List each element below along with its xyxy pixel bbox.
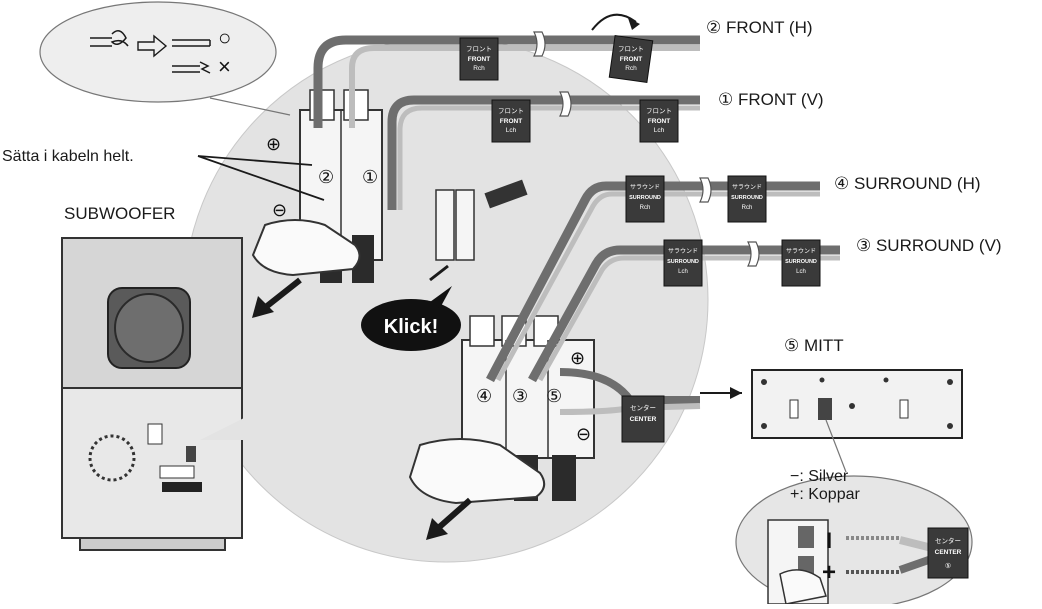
terminal-number-4: ④ bbox=[476, 386, 492, 406]
terminal-number-2: ② bbox=[318, 167, 334, 187]
ng-mark: × bbox=[218, 54, 231, 79]
pointer-line-1 bbox=[197, 155, 313, 166]
hand-icon-2 bbox=[408, 438, 546, 505]
subwoofer-unit bbox=[61, 237, 243, 551]
svg-text:フロント: フロント bbox=[498, 107, 524, 115]
svg-text:センター: センター bbox=[630, 403, 656, 412]
fold-arrow-icon bbox=[591, 13, 637, 31]
click-bubble bbox=[361, 299, 461, 351]
terminal-number-5: ⑤ bbox=[546, 386, 562, 406]
svg-text:Lch: Lch bbox=[506, 127, 517, 134]
tag-surround-l-2: サラウンド SURROUND Lch bbox=[781, 239, 821, 287]
svg-text:Lch: Lch bbox=[796, 269, 806, 275]
svg-text:Rch: Rch bbox=[473, 65, 485, 72]
svg-text:サラウンド: サラウンド bbox=[786, 247, 816, 255]
svg-text:サラウンド: サラウンド bbox=[668, 247, 698, 255]
svg-text:SURROUND: SURROUND bbox=[667, 259, 699, 265]
svg-text:サラウンド: サラウンド bbox=[732, 183, 762, 191]
twist-wire-icon bbox=[90, 30, 211, 74]
svg-text:サラウンド: サラウンド bbox=[630, 183, 660, 191]
label-insert-fully: Sätta i kabeln helt. bbox=[2, 148, 134, 165]
svg-text:FRONT: FRONT bbox=[500, 118, 522, 125]
svg-text:Rch: Rch bbox=[625, 65, 637, 72]
polarity-plus-front: ⊕ bbox=[266, 134, 281, 154]
svg-text:FRONT: FRONT bbox=[620, 56, 642, 63]
svg-text:SURROUND: SURROUND bbox=[785, 259, 817, 265]
polarity-plus-rear: ⊕ bbox=[570, 348, 585, 368]
pull-arrow-icon-2 bbox=[434, 497, 472, 533]
svg-text:Rch: Rch bbox=[640, 205, 651, 211]
arrow-center-icon bbox=[730, 387, 742, 399]
terminal-number-3: ③ bbox=[512, 386, 528, 406]
pointer-line-2 bbox=[197, 155, 325, 201]
click-detail bbox=[429, 179, 528, 282]
cable-front-r bbox=[313, 35, 700, 128]
cable-surround-l bbox=[528, 245, 840, 383]
svg-text:FRONT: FRONT bbox=[468, 56, 490, 63]
svg-text:フロント: フロント bbox=[466, 45, 492, 53]
plus-indicator: + bbox=[822, 559, 836, 586]
click-label: Klick! bbox=[384, 316, 438, 338]
label-front-l: ① FRONT (V) bbox=[718, 90, 824, 109]
label-surround-l: ③ SURROUND (V) bbox=[856, 236, 1002, 255]
tag-center: センター CENTER bbox=[621, 395, 665, 443]
polarity-minus-front: ⊖ bbox=[272, 200, 287, 220]
polarity-minus-rear: ⊖ bbox=[576, 424, 591, 444]
svg-text:センター: センター bbox=[935, 536, 961, 545]
ok-mark: ○ bbox=[218, 25, 231, 50]
minus-indicator: I bbox=[826, 528, 832, 553]
svg-text:Rch: Rch bbox=[742, 205, 753, 211]
svg-text:フロント: フロント bbox=[646, 107, 672, 115]
label-front-r: ② FRONT (H) bbox=[706, 18, 813, 37]
label-minus-silver: −: Silver bbox=[790, 468, 849, 485]
svg-text:⑤: ⑤ bbox=[945, 562, 951, 570]
tag-front-r-2: フロント FRONT Rch bbox=[608, 34, 654, 84]
svg-text:SURROUND: SURROUND bbox=[629, 195, 661, 201]
tag-surround-r-2: サラウンド SURROUND Rch bbox=[727, 175, 767, 223]
vent-icon bbox=[88, 434, 136, 482]
tag-front-l-2: フロント FRONT Lch bbox=[639, 99, 679, 143]
tag-surround-l-1: サラウンド SURROUND Lch bbox=[663, 239, 703, 287]
svg-text:Lch: Lch bbox=[654, 127, 665, 134]
svg-text:FRONT: FRONT bbox=[648, 118, 670, 125]
label-plus-copper: +: Koppar bbox=[790, 486, 860, 503]
svg-text:フロント: フロント bbox=[618, 45, 644, 53]
tag-front-r-1: フロント FRONT Rch bbox=[459, 37, 499, 81]
pull-arrow-icon bbox=[260, 277, 302, 313]
arrow-right-icon bbox=[137, 34, 168, 58]
tag-surround-r-1: サラウンド SURROUND Rch bbox=[625, 175, 665, 223]
cable-surround-r bbox=[486, 181, 820, 383]
svg-text:Lch: Lch bbox=[678, 269, 688, 275]
center-speaker bbox=[751, 369, 963, 439]
center-terminal-detail: センター CENTER ⑤ bbox=[767, 519, 969, 605]
svg-text:SURROUND: SURROUND bbox=[731, 195, 763, 201]
terminal-number-1: ① bbox=[362, 167, 378, 187]
label-center: ⑤ MITT bbox=[784, 336, 844, 355]
hand-icon bbox=[251, 219, 361, 277]
cable-front-l bbox=[387, 95, 700, 210]
speaker-terminal-block bbox=[159, 465, 195, 479]
tag-front-l-1: フロント FRONT Lch bbox=[491, 99, 531, 143]
svg-text:CENTER: CENTER bbox=[935, 549, 962, 556]
svg-text:CENTER: CENTER bbox=[630, 416, 657, 423]
label-subwoofer: SUBWOOFER bbox=[64, 204, 176, 223]
label-surround-r: ④ SURROUND (H) bbox=[834, 174, 981, 193]
